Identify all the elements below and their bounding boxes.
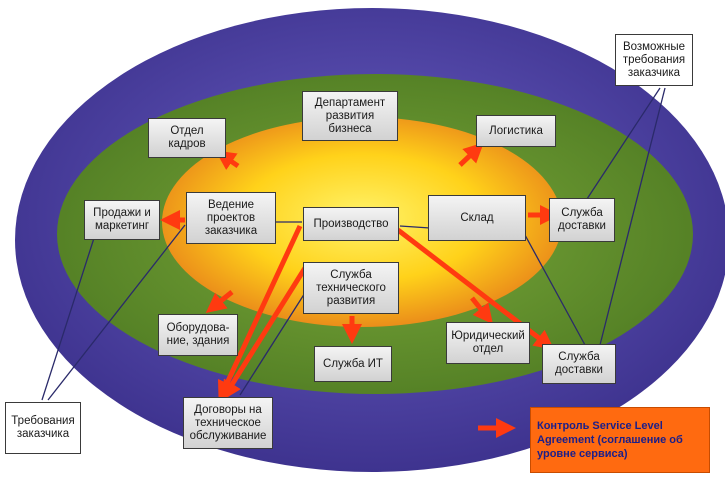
line-req-projects — [47, 224, 186, 401]
node-contracts: Договоры на техническое обслуживание — [183, 397, 273, 449]
node-projects: Ведение проектов заказчика — [186, 192, 276, 244]
arrow-production-contracts — [217, 224, 303, 402]
node-legal: Юридический отдел — [446, 322, 530, 364]
line-production-warehouse — [399, 225, 431, 229]
line-delivery2-possible — [599, 87, 666, 346]
node-delivery-bottom: Служба доставки — [542, 344, 616, 384]
node-bizdev: Департамент развития бизнеса — [302, 91, 398, 141]
node-warehouse: Склад — [428, 195, 526, 241]
node-hr: Отдел кадров — [148, 118, 226, 158]
node-production: Производство — [303, 207, 399, 241]
node-equipment: Оборудова- ние, здания — [158, 314, 238, 356]
node-sales: Продажи и маркетинг — [84, 200, 160, 240]
arrow-techdev-contracts — [221, 266, 308, 401]
connection-lines — [41, 87, 666, 401]
arrow-core-legal — [470, 296, 493, 325]
node-it: Служба ИТ — [314, 346, 392, 382]
node-possible-requirements: Возможные требования заказчика — [615, 34, 693, 86]
legend-text: Контроль Service Level Agreement (соглаш… — [537, 420, 683, 460]
arrow-core-logistics — [458, 142, 484, 167]
line-delivery-possible — [584, 87, 661, 203]
line-contracts-techdev — [239, 284, 311, 396]
line-warehouse-delivery2 — [524, 234, 586, 346]
node-logistics: Логистика — [476, 115, 556, 147]
node-tech-dev: Служба технического развития — [303, 262, 399, 314]
legend: Контроль Service Level Agreement (соглаш… — [530, 407, 710, 473]
line-req-sales — [41, 234, 96, 401]
node-delivery-top: Служба доставки — [549, 198, 615, 242]
arrow-projects-equipment — [205, 290, 234, 313]
node-customer-requirements: Требования заказчика — [5, 402, 81, 454]
